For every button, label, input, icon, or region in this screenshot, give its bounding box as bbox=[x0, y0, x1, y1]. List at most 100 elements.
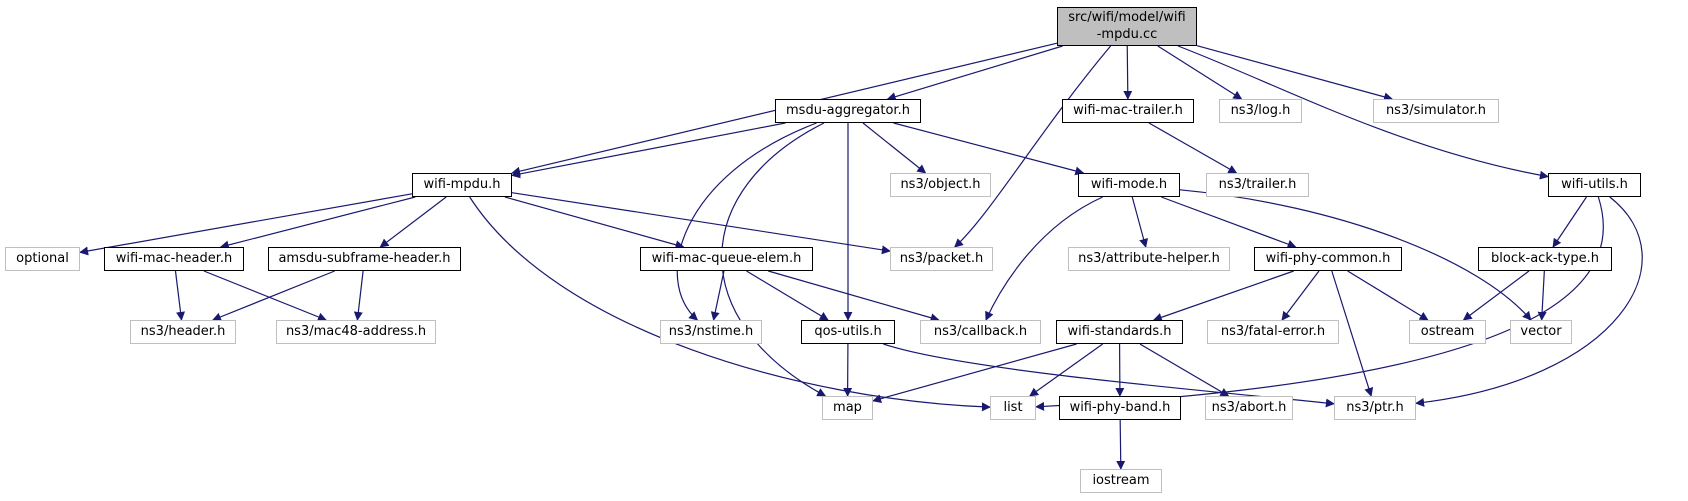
edge-wifi-phy-band-to-iostream bbox=[1116, 419, 1126, 470]
node-label: wifi-mode.h bbox=[1090, 176, 1168, 192]
edge-wifi-mpdu-to-wifi-mac-queue-elem bbox=[504, 196, 685, 250]
node-wifi-mode[interactable]: wifi-mode.h bbox=[1078, 173, 1180, 197]
node-block-ack-type[interactable]: block-ack-type.h bbox=[1478, 247, 1612, 271]
node-root[interactable]: src/wifi/model/wifi -mpdu.cc bbox=[1057, 7, 1197, 46]
node-label: ostream bbox=[1420, 323, 1475, 339]
node-ostream: ostream bbox=[1409, 320, 1486, 344]
edge-amsdu-subframe-header-to-ns3-header bbox=[212, 270, 335, 322]
node-label: wifi-mac-queue-elem.h bbox=[651, 250, 802, 266]
node-ns3-packet: ns3/packet.h bbox=[890, 247, 993, 271]
node-ns3-header: ns3/header.h bbox=[130, 320, 236, 344]
edge-wifi-mode-to-ns3-attribute-helper bbox=[1131, 196, 1148, 248]
edge-root-to-ns3-packet bbox=[954, 45, 1112, 248]
edge-wifi-utils-to-block-ack-type bbox=[1552, 196, 1587, 248]
node-wifi-mac-trailer[interactable]: wifi-mac-trailer.h bbox=[1062, 99, 1194, 123]
edge-wifi-mac-header-to-ns3-header bbox=[174, 270, 185, 321]
node-label: wifi-mac-trailer.h bbox=[1073, 102, 1183, 118]
edge-wifi-mac-queue-elem-to-ns3-nstime bbox=[710, 270, 725, 321]
node-label: wifi-mpdu.h bbox=[423, 176, 501, 192]
edge-wifi-standards-to-list bbox=[1029, 343, 1104, 397]
edge-msdu-aggregator-to-wifi-mpdu bbox=[511, 122, 786, 179]
node-label: ns3/log.h bbox=[1230, 102, 1291, 118]
node-label: wifi-phy-band.h bbox=[1069, 399, 1171, 415]
node-ns3-object: ns3/object.h bbox=[890, 173, 991, 197]
edge-wifi-standards-to-ns3-abort bbox=[1139, 343, 1230, 397]
node-wifi-phy-common[interactable]: wifi-phy-common.h bbox=[1254, 247, 1402, 271]
edge-wifi-mac-trailer-to-ns3-trailer bbox=[1148, 122, 1238, 174]
node-wifi-standards[interactable]: wifi-standards.h bbox=[1056, 320, 1183, 344]
node-label: src/wifi/model/wifi -mpdu.cc bbox=[1068, 10, 1186, 42]
node-label: wifi-standards.h bbox=[1067, 323, 1172, 339]
node-label: ns3/object.h bbox=[900, 176, 981, 192]
edge-wifi-utils-to-list bbox=[1035, 196, 1604, 411]
node-label: map bbox=[833, 399, 862, 415]
edge-amsdu-subframe-header-to-ns3-mac48-address bbox=[353, 270, 364, 321]
node-label: vector bbox=[1520, 323, 1562, 339]
node-label: ns3/trailer.h bbox=[1218, 176, 1297, 192]
edge-root-to-ns3-log bbox=[1157, 45, 1243, 100]
node-label: ns3/nstime.h bbox=[668, 323, 754, 339]
node-label: ns3/callback.h bbox=[933, 323, 1028, 339]
node-ns3-abort: ns3/abort.h bbox=[1205, 396, 1293, 420]
node-wifi-mpdu[interactable]: wifi-mpdu.h bbox=[412, 173, 512, 197]
node-ns3-log: ns3/log.h bbox=[1219, 99, 1302, 123]
node-wifi-mac-header[interactable]: wifi-mac-header.h bbox=[104, 247, 244, 271]
node-iostream: iostream bbox=[1080, 469, 1162, 493]
edge-wifi-mac-queue-elem-to-ns3-callback bbox=[768, 270, 940, 323]
edge-wifi-mpdu-to-wifi-mac-header bbox=[219, 196, 416, 250]
edge-root-to-wifi-mac-trailer bbox=[1123, 45, 1133, 100]
edge-msdu-aggregator-to-wifi-mode bbox=[893, 122, 1085, 176]
node-label: wifi-mac-header.h bbox=[115, 250, 233, 266]
edge-wifi-mpdu-to-ns3-packet bbox=[511, 192, 891, 255]
edge-wifi-mac-header-to-ns3-mac48-address bbox=[203, 270, 327, 322]
edge-wifi-mac-queue-elem-to-qos-utils bbox=[746, 270, 829, 321]
edge-wifi-standards-to-map bbox=[872, 343, 1077, 404]
node-label: wifi-utils.h bbox=[1561, 176, 1628, 192]
node-wifi-utils[interactable]: wifi-utils.h bbox=[1548, 173, 1641, 197]
edge-wifi-mode-to-ns3-callback bbox=[985, 196, 1103, 321]
node-ns3-trailer: ns3/trailer.h bbox=[1206, 173, 1309, 197]
edge-wifi-phy-common-to-ostream bbox=[1347, 270, 1429, 321]
edge-msdu-aggregator-to-ns3-object bbox=[862, 122, 927, 174]
edge-block-ack-type-to-vector bbox=[1537, 270, 1547, 321]
edge-wifi-mpdu-to-optional bbox=[79, 193, 413, 256]
node-label: ns3/abort.h bbox=[1211, 399, 1287, 415]
edge-wifi-utils-to-ns3-ptr bbox=[1415, 196, 1643, 407]
node-optional: optional bbox=[5, 247, 80, 271]
node-ns3-ptr: ns3/ptr.h bbox=[1334, 396, 1416, 420]
node-qos-utils[interactable]: qos-utils.h bbox=[801, 320, 895, 344]
node-label: ns3/attribute-helper.h bbox=[1078, 250, 1220, 266]
edge-msdu-aggregator-to-ns3-nstime bbox=[676, 122, 817, 321]
node-ns3-nstime: ns3/nstime.h bbox=[660, 320, 762, 344]
node-label: amsdu-subframe-header.h bbox=[278, 250, 451, 266]
node-ns3-mac48-address: ns3/mac48-address.h bbox=[276, 320, 436, 344]
edge-qos-utils-to-ns3-ptr bbox=[883, 343, 1335, 408]
edge-root-to-msdu-aggregator bbox=[886, 45, 1063, 101]
node-wifi-phy-band[interactable]: wifi-phy-band.h bbox=[1059, 396, 1181, 420]
node-label: ns3/ptr.h bbox=[1346, 399, 1404, 415]
node-list: list bbox=[990, 396, 1036, 420]
node-ns3-simulator: ns3/simulator.h bbox=[1373, 99, 1499, 123]
node-amsdu-subframe-header[interactable]: amsdu-subframe-header.h bbox=[268, 247, 461, 271]
edge-block-ack-type-to-ostream bbox=[1462, 270, 1530, 321]
node-ns3-callback: ns3/callback.h bbox=[920, 320, 1041, 344]
edge-wifi-phy-common-to-wifi-standards bbox=[1152, 270, 1294, 322]
node-vector: vector bbox=[1510, 320, 1572, 344]
node-map: map bbox=[822, 396, 873, 420]
node-label: ns3/mac48-address.h bbox=[285, 323, 427, 339]
edge-wifi-mode-to-vector bbox=[1179, 189, 1532, 321]
node-ns3-fatal-error: ns3/fatal-error.h bbox=[1207, 320, 1339, 344]
node-label: msdu-aggregator.h bbox=[786, 102, 910, 118]
edge-wifi-mpdu-to-list bbox=[469, 196, 991, 412]
edge-wifi-mpdu-to-amsdu-subframe-header bbox=[379, 196, 447, 248]
node-label: iostream bbox=[1092, 472, 1150, 488]
node-label: ns3/packet.h bbox=[899, 250, 984, 266]
node-label: list bbox=[1003, 399, 1023, 415]
edge-root-to-ns3-simulator bbox=[1196, 45, 1393, 102]
edge-wifi-phy-common-to-ns3-fatal-error bbox=[1281, 270, 1320, 321]
node-wifi-mac-queue-elem[interactable]: wifi-mac-queue-elem.h bbox=[640, 247, 813, 271]
node-label: qos-utils.h bbox=[814, 323, 882, 339]
node-msdu-aggregator[interactable]: msdu-aggregator.h bbox=[775, 99, 921, 123]
node-ns3-attribute-helper: ns3/attribute-helper.h bbox=[1068, 247, 1230, 271]
